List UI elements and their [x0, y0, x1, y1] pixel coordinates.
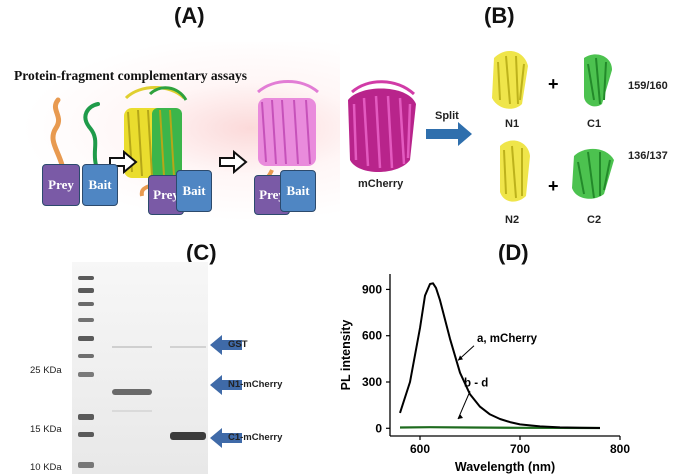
c1-label: C1: [587, 118, 602, 130]
panel-label-a: (A): [174, 3, 205, 28]
mcherry-label: mCherry: [358, 178, 404, 190]
annotation-a-arrowhead: [458, 355, 463, 361]
annotation-b-d: b - d: [464, 378, 488, 390]
marker-10kda: 10 KDa: [30, 462, 62, 473]
y-tick-label: 300: [362, 375, 382, 389]
c1-mcherry-arrow: [210, 428, 242, 448]
band-c1-mcherry: C1-mCherry: [228, 432, 283, 443]
plus-sign-1: +: [548, 74, 559, 94]
n1-structure: [492, 51, 528, 109]
bait-box-2: Bait: [176, 170, 212, 212]
y-tick-label: 900: [362, 282, 382, 296]
split-label: Split: [435, 110, 459, 122]
bait-box-3: Bait: [280, 170, 316, 212]
y-tick-label: 600: [362, 329, 382, 343]
bait-box-1: Bait: [82, 164, 118, 206]
n2-structure: [500, 140, 530, 202]
gst-arrow: [210, 335, 242, 355]
process-arrow-2: [219, 149, 248, 175]
band-n1-mcherry: N1-mCherry: [228, 379, 283, 390]
prey-tether-1: [50, 97, 65, 168]
panel-label-d: (D): [498, 240, 529, 265]
gel-image: [72, 262, 208, 474]
gel-arrows: [210, 335, 242, 448]
x-axis-label: Wavelength (nm): [455, 460, 555, 474]
c2-structure: [572, 148, 614, 199]
annotation-b-arrowhead: [458, 414, 463, 420]
mcherry-structure: [348, 80, 416, 172]
y-tick-label: 0: [375, 421, 382, 435]
marker-15kda: 15 KDa: [30, 424, 62, 435]
annotation-a-mcherry: a, mCherry: [477, 333, 538, 345]
c2-label: C2: [587, 214, 602, 226]
series-line-a-mcherry: [399, 282, 601, 429]
split-site-2: 136/137: [628, 150, 668, 162]
series-line-b-d: [399, 426, 601, 430]
bait-tether-1: [83, 102, 100, 167]
x-tick-label: 600: [410, 442, 430, 456]
split-arrow: [426, 122, 472, 146]
x-tick-label: 700: [510, 442, 530, 456]
n1-mcherry-arrow: [210, 375, 242, 395]
marker-25kda: 25 KDa: [30, 365, 62, 376]
x-tick-label: 800: [610, 442, 630, 456]
y-axis-label: PL intensity: [339, 320, 353, 391]
n1-label: N1: [505, 118, 520, 130]
split-site-1: 159/160: [628, 80, 668, 92]
pfca-title: Protein-fragment complementary assays: [14, 68, 247, 83]
plus-sign-2: +: [548, 176, 559, 196]
panel-label-b: (B): [484, 3, 515, 28]
panel-label-c: (C): [186, 240, 217, 265]
c1-structure: [584, 54, 612, 107]
band-gst: GST: [228, 339, 248, 350]
n2-label: N2: [505, 214, 520, 226]
prey-box-1: Prey: [42, 164, 80, 206]
split-barrel-assembled: [124, 86, 188, 178]
magenta-barrel-assembled: [257, 80, 319, 166]
